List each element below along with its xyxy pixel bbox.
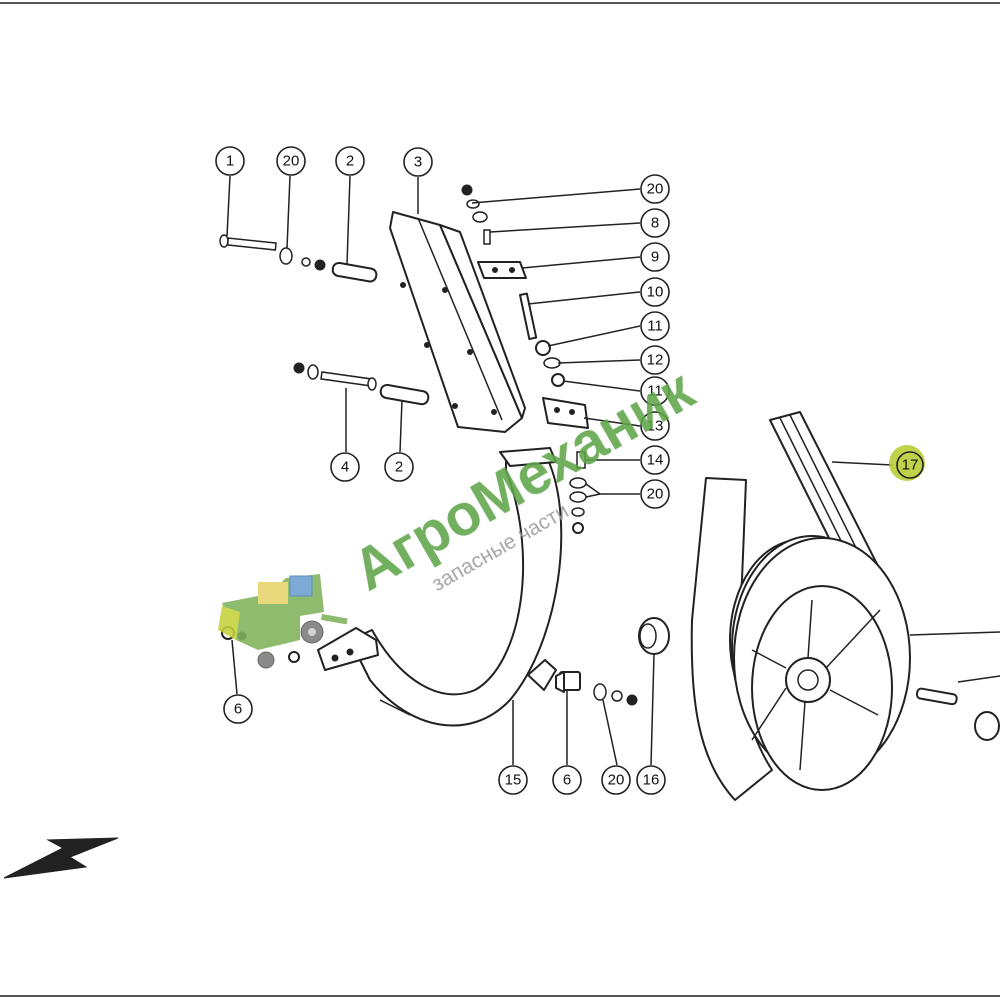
callout-6: 6 — [552, 765, 582, 795]
callout-17: 17 — [889, 445, 925, 481]
callout-8: 8 — [640, 208, 670, 238]
callout-6-label: 6 — [563, 772, 571, 789]
part-pin-2a — [331, 261, 378, 283]
callout-9: 9 — [640, 242, 670, 272]
callout-1-label: 1 — [226, 153, 234, 170]
callout-2: 2 — [335, 146, 365, 176]
callout-4-label: 4 — [341, 459, 349, 476]
callout-13-label: 13 — [647, 418, 664, 435]
callout-11-label: 11 — [647, 318, 663, 335]
callout-20: 20 — [640, 479, 670, 509]
harvester-logo — [218, 574, 348, 669]
callout-8-label: 8 — [651, 215, 659, 232]
callout-9-label: 9 — [651, 249, 659, 266]
part-bolt-6b-set — [555, 671, 638, 706]
callout-6-label: 6 — [234, 701, 242, 718]
callout-15: 15 — [498, 765, 528, 795]
callout-11: 11 — [640, 376, 670, 406]
callout-4: 4 — [330, 452, 360, 482]
callout-20-label: 20 — [647, 181, 664, 198]
leader-lines — [226, 175, 893, 766]
callout-2: 2 — [384, 452, 414, 482]
part-bushing-16 — [638, 617, 670, 655]
part-washer-set-20a — [279, 247, 326, 271]
callout-11-label: 11 — [647, 383, 663, 400]
callout-11: 11 — [640, 311, 670, 341]
callout-20: 20 — [640, 174, 670, 204]
callout-17-label: 17 — [902, 457, 919, 474]
callout-16: 16 — [636, 765, 666, 795]
callout-20: 20 — [601, 765, 631, 795]
callout-20-label: 20 — [608, 772, 625, 789]
callout-20-label: 20 — [647, 486, 664, 503]
callout-2-label: 2 — [346, 153, 354, 170]
part-bolt-1 — [219, 234, 277, 251]
callout-2-label: 2 — [395, 459, 403, 476]
callout-10-label: 10 — [647, 284, 664, 301]
callout-14-label: 14 — [647, 452, 664, 469]
callout-6: 6 — [223, 694, 253, 724]
callout-20-label: 20 — [283, 153, 300, 170]
part-bolt-14-set — [569, 451, 587, 534]
callout-3: 3 — [403, 147, 433, 177]
callout-14: 14 — [640, 445, 670, 475]
callout-20: 20 — [276, 146, 306, 176]
callout-15-label: 15 — [505, 772, 522, 789]
callout-16-label: 16 — [643, 772, 660, 789]
part-belt-guard-15 — [317, 447, 563, 727]
callout-12-label: 12 — [647, 352, 664, 369]
part-pin-2b — [379, 383, 430, 406]
callout-12: 12 — [640, 345, 670, 375]
callout-13: 13 — [640, 411, 670, 441]
direction-arrow — [3, 837, 119, 879]
callout-3-label: 3 — [414, 154, 422, 171]
part-plate-13 — [542, 397, 589, 429]
part-channel-bracket-3 — [389, 211, 526, 433]
callout-1: 1 — [215, 146, 245, 176]
callout-10: 10 — [640, 277, 670, 307]
part-pulley-17 — [690, 411, 1000, 801]
part-bolt-4 — [293, 362, 377, 391]
